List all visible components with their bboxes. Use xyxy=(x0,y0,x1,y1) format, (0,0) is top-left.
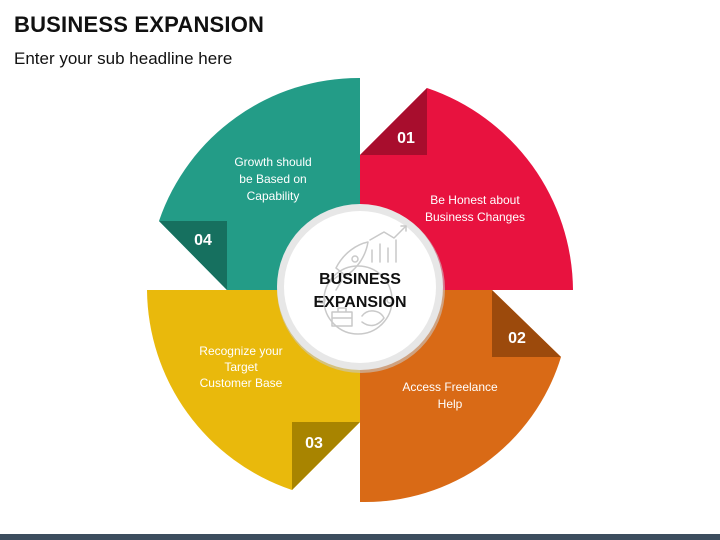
center-label-line-2: EXPANSION xyxy=(313,294,406,311)
segment-01-fold xyxy=(360,88,427,155)
center-hub: BUSINESS EXPANSION xyxy=(277,204,445,373)
bottom-bar xyxy=(0,534,720,540)
segment-03-text-line-1: Recognize your xyxy=(199,344,282,358)
center-label-line-1: BUSINESS xyxy=(319,271,401,288)
rocket-growth-icon xyxy=(318,225,407,335)
center-circle-inner xyxy=(284,211,436,363)
segment-03-number: 03 xyxy=(305,435,323,452)
segment-02-number: 02 xyxy=(508,330,526,347)
segment-04-text-line-1: Growth should xyxy=(234,155,311,169)
segment-01-text-line-1: Be Honest about xyxy=(430,193,520,207)
segment-01-text-line-2: Business Changes xyxy=(425,210,525,224)
segment-03-text-line-2: Target xyxy=(224,360,258,374)
segment-03-fold xyxy=(292,422,360,490)
segment-01-number: 01 xyxy=(397,130,415,147)
segment-03-text-line-3: Customer Base xyxy=(200,376,283,390)
segment-04-text-line-3: Capability xyxy=(247,189,300,203)
segment-04-text-line-2: be Based on xyxy=(239,172,306,186)
page-title: BUSINESS EXPANSION xyxy=(14,12,265,37)
segment-02-text-line-1: Access Freelance xyxy=(402,380,498,394)
segment-02-text-line-2: Help xyxy=(438,397,463,411)
segment-04-fold xyxy=(159,221,227,290)
segment-04-number: 04 xyxy=(194,232,212,249)
segment-02-fold xyxy=(492,290,561,357)
page-subtitle: Enter your sub headline here xyxy=(14,49,233,68)
